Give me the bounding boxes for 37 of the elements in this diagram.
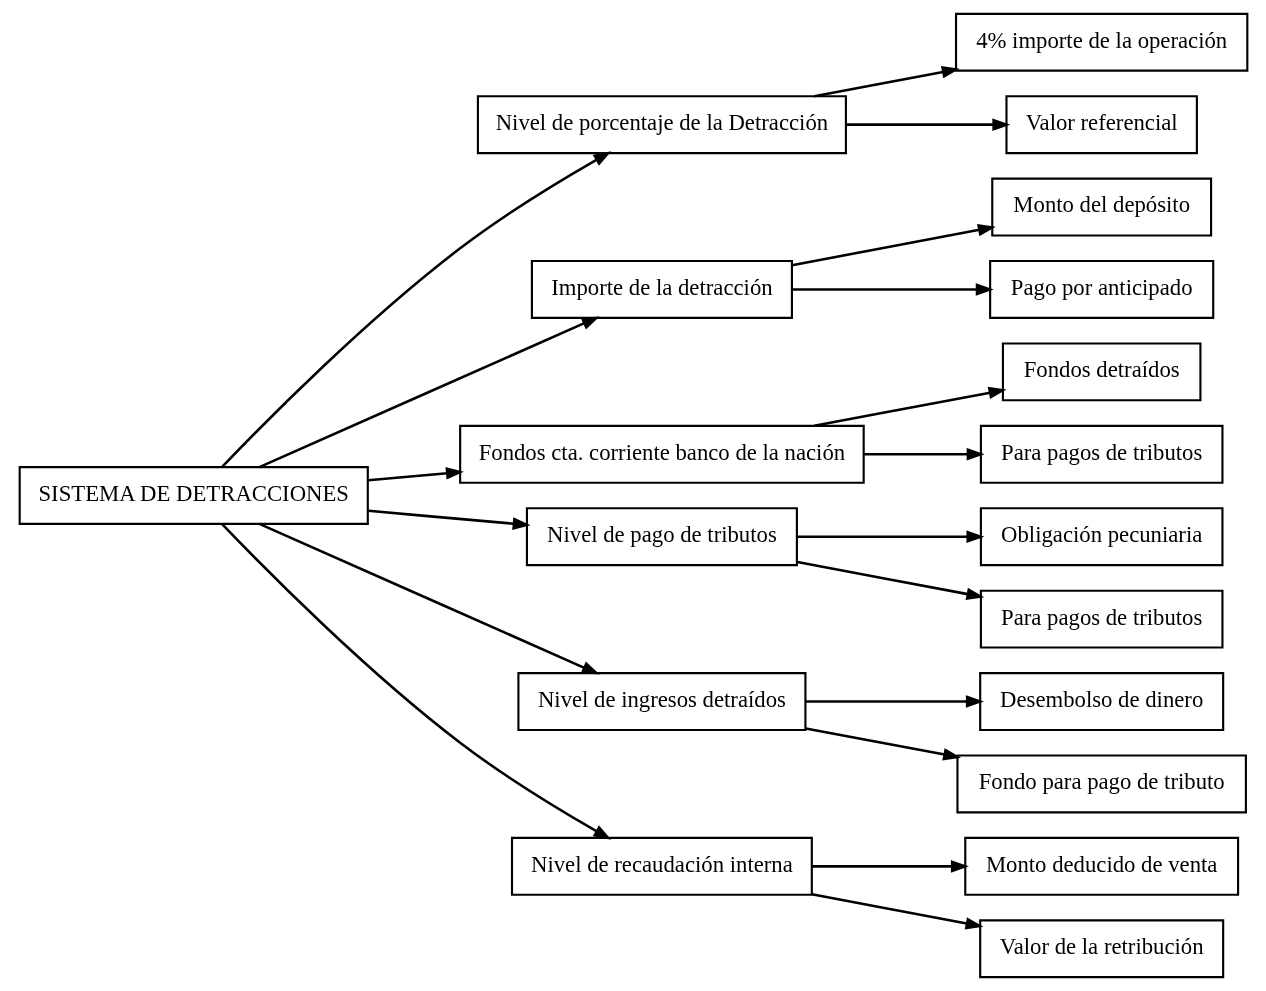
- node-box: Importe de la detracción: [530, 260, 793, 319]
- node-box: Desembolso de dinero: [978, 672, 1224, 731]
- arrow: [796, 530, 984, 543]
- arrow: [791, 283, 994, 296]
- node-box: Valor referencial: [1004, 95, 1198, 155]
- node-box: Monto deducido de venta: [963, 836, 1239, 896]
- node-box: Nivel de porcentaje de la Detracción: [476, 95, 847, 155]
- arrow: [863, 448, 985, 461]
- node-box: Fondos detraídos: [1001, 342, 1201, 402]
- node-box: Nivel de recaudación interna: [510, 836, 813, 896]
- node-box: Pago por anticipado: [988, 260, 1214, 319]
- node-box: Nivel de ingresos detraídos: [516, 672, 806, 731]
- arrow: [805, 695, 984, 708]
- arrow: [791, 223, 996, 267]
- node-box: SISTEMA DE DETRACCIONES: [18, 466, 369, 525]
- arrow: [258, 522, 600, 675]
- arrow: [220, 523, 611, 840]
- node-box: Para pagos de tributos: [979, 424, 1223, 484]
- arrow: [811, 893, 983, 930]
- arrow: [813, 65, 960, 98]
- arrow: [258, 316, 600, 469]
- arrow: [845, 118, 1010, 131]
- arrow: [220, 151, 611, 468]
- node-box: Fondo para pago de tributo: [955, 754, 1247, 814]
- arrow: [813, 386, 1006, 428]
- node-box: Obligación pecuniaria: [979, 507, 1223, 567]
- node-box: Monto del depósito: [990, 177, 1212, 237]
- node-box: Valor de la retribución: [978, 919, 1224, 979]
- node-box: Nivel de pago de tributos: [525, 507, 798, 567]
- arrow: [367, 509, 531, 530]
- node-box: 4% importe de la operación: [954, 12, 1248, 72]
- arrow: [805, 727, 961, 761]
- arrow: [367, 467, 464, 482]
- node-box: Fondos cta. corriente banco de la nación: [458, 424, 865, 484]
- node-box: Para pagos de tributos: [979, 589, 1223, 649]
- arrow: [796, 560, 984, 601]
- arrow: [811, 860, 969, 873]
